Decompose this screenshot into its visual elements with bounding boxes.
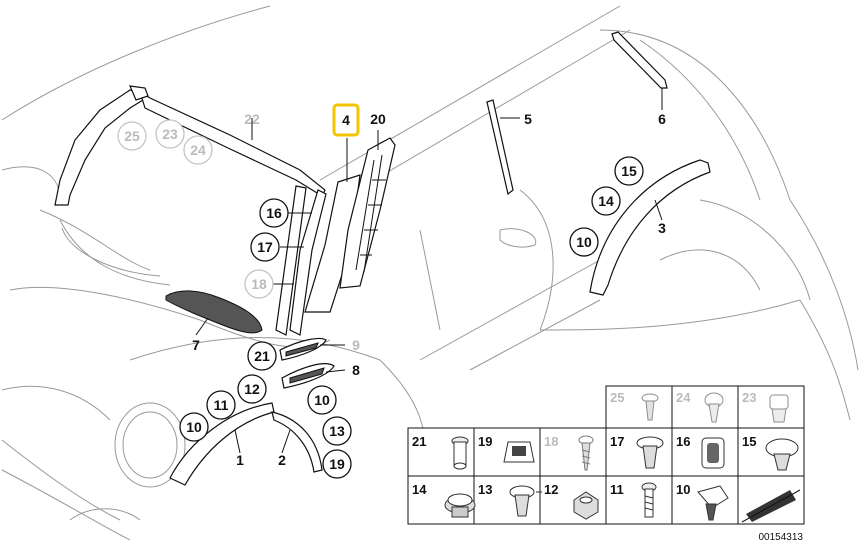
callout-21: 21 xyxy=(247,341,277,371)
svg-text:25: 25 xyxy=(124,128,140,144)
a-pillar-trim xyxy=(275,185,327,336)
callout-7: 7 xyxy=(192,337,200,353)
side-vents xyxy=(279,337,335,389)
svg-text:10: 10 xyxy=(186,419,202,435)
svg-text:11: 11 xyxy=(214,397,229,413)
square-clip-icon xyxy=(503,441,535,463)
svg-text:10: 10 xyxy=(576,234,592,250)
svg-text:15: 15 xyxy=(621,163,637,179)
retainer-icon xyxy=(509,485,542,517)
a-pillar-cover xyxy=(304,174,361,313)
callout-15: 15 xyxy=(614,156,644,186)
svg-text:13: 13 xyxy=(329,423,345,439)
round-clip-icon xyxy=(765,438,799,471)
callout-10-front: 10 xyxy=(179,412,209,442)
svg-text:18: 18 xyxy=(251,276,267,292)
fastener-icon xyxy=(769,394,789,423)
screw-small-icon xyxy=(578,435,594,471)
table-label-25: 25 xyxy=(610,390,624,405)
roof-strip xyxy=(611,31,668,89)
parts-table: 25 24 23 21 19 18 17 16 15 14 13 12 11 1… xyxy=(407,385,805,543)
door-strip xyxy=(486,99,514,196)
callout-24: 24 xyxy=(183,135,213,165)
svg-text:4: 4 xyxy=(342,112,350,128)
callout-23: 23 xyxy=(155,119,185,149)
svg-text:23: 23 xyxy=(162,126,178,142)
callout-11: 11 xyxy=(206,390,236,420)
callout-10-rear: 10 xyxy=(569,227,599,257)
table-label-15: 15 xyxy=(742,434,756,449)
callout-8: 8 xyxy=(352,362,360,378)
callout-2: 2 xyxy=(278,452,286,468)
nut-icon xyxy=(573,491,599,520)
callout-20: 20 xyxy=(370,111,386,127)
callout-18: 18 xyxy=(244,269,274,299)
car-outline xyxy=(1,5,859,541)
grommet-icon xyxy=(444,493,476,518)
callout-13: 13 xyxy=(322,416,352,446)
callout-25: 25 xyxy=(117,121,147,151)
orientation-arrow-icon xyxy=(737,475,805,525)
svg-text:19: 19 xyxy=(329,456,345,472)
svg-text:12: 12 xyxy=(244,381,260,397)
callout-17: 17 xyxy=(250,232,280,262)
clip-icon xyxy=(704,392,724,423)
callout-10-arch: 10 xyxy=(307,385,337,415)
table-label-18: 18 xyxy=(544,434,558,449)
table-label-10: 10 xyxy=(676,482,690,497)
table-label-13: 13 xyxy=(478,482,492,497)
screw-icon xyxy=(641,393,659,421)
table-label-24: 24 xyxy=(676,390,691,405)
callout-12: 12 xyxy=(237,374,267,404)
callout-1: 1 xyxy=(236,452,244,468)
expansion-nut-icon xyxy=(701,437,725,469)
table-label-12: 12 xyxy=(544,482,558,497)
table-label-19: 19 xyxy=(478,434,492,449)
callout-6: 6 xyxy=(658,111,666,127)
rivet-icon xyxy=(451,436,469,470)
callout-14: 14 xyxy=(591,186,621,216)
callout-19: 19 xyxy=(322,449,352,479)
svg-text:24: 24 xyxy=(190,142,206,158)
callout-22: 22 xyxy=(244,111,260,127)
callout-5: 5 xyxy=(524,111,532,127)
bolt-icon xyxy=(641,482,657,518)
svg-text:10: 10 xyxy=(314,392,330,408)
callout-9: 9 xyxy=(352,337,360,353)
callout-3: 3 xyxy=(658,220,666,236)
svg-text:16: 16 xyxy=(266,205,282,221)
front-wheel-arches xyxy=(169,402,323,486)
push-clip-icon xyxy=(636,436,664,469)
table-label-11: 11 xyxy=(610,482,624,497)
leader-lines xyxy=(195,88,663,454)
hood-grille xyxy=(165,290,263,334)
table-label-21: 21 xyxy=(412,434,426,449)
table-label-23: 23 xyxy=(742,390,756,405)
diagram-number: 00154313 xyxy=(759,532,804,543)
svg-text:17: 17 xyxy=(257,239,273,255)
table-label-16: 16 xyxy=(676,434,690,449)
callout-16: 16 xyxy=(259,198,289,228)
svg-text:21: 21 xyxy=(254,348,270,364)
callout-4-highlighted[interactable]: 4 xyxy=(332,103,360,137)
svg-text:14: 14 xyxy=(598,193,614,209)
spring-clip-icon xyxy=(697,485,729,521)
table-label-14: 14 xyxy=(412,482,427,497)
table-label-17: 17 xyxy=(610,434,624,449)
pillar-bracket xyxy=(339,137,396,289)
rear-wheel-arch xyxy=(589,159,711,296)
